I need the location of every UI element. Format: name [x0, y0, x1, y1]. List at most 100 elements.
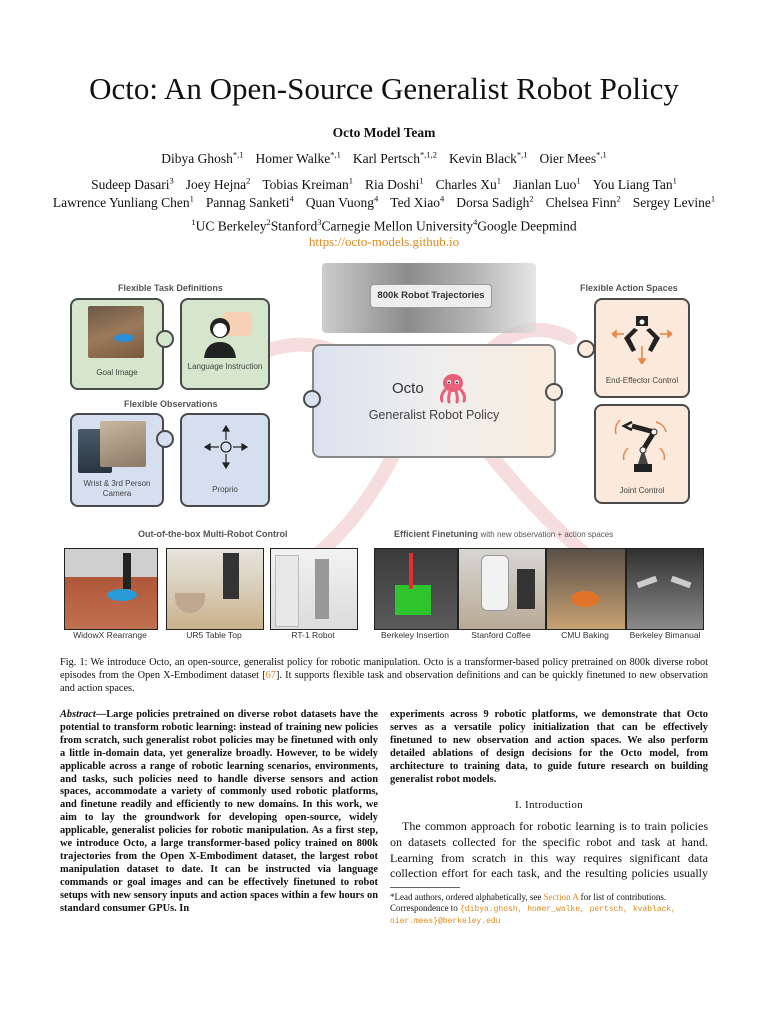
- affiliations: 1UC Berkeley2Stanford3Carnegie Mellon Un…: [0, 217, 768, 235]
- caption-prefix: Fig. 1: We introduce Octo, an open-sourc…: [60, 657, 708, 681]
- robot-label-ur5: UR5 Table Top: [186, 630, 242, 640]
- wrist-camera-label: Wrist & 3rd Person Camera: [83, 479, 151, 498]
- label-finetuning-rest: with new observation + action spaces: [480, 530, 614, 539]
- end-effector-label: End-Effector Control: [605, 376, 679, 385]
- affiliation-name: Carnegie Mellon University: [321, 218, 473, 234]
- robot-label-rt1: RT-1 Robot: [291, 630, 335, 640]
- author-affiliation-mark: 1: [348, 175, 354, 185]
- proprio-card: Proprio: [180, 413, 270, 507]
- caption-suffix: ]. It supports flexible task and observa…: [60, 670, 709, 694]
- right-column: experiments across 9 robotic platforms, …: [390, 709, 708, 927]
- footnote-line1-suffix: for list of contributions.: [578, 892, 667, 903]
- author-name: Karl Pertsch*,1,2: [352, 149, 438, 166]
- goal-image-card: Goal Image: [70, 298, 164, 390]
- abstract-text-left: —Large policies pretrained on diverse ro…: [60, 709, 378, 914]
- author-name: Ria Doshi1: [365, 175, 424, 192]
- introduction-text: The common approach for robotic learning…: [390, 819, 708, 881]
- affiliation-name: Stanford: [270, 218, 318, 234]
- author-affiliation-mark: 1: [576, 175, 581, 185]
- label-multi-robot: Out-of-the-box Multi-Robot Control: [138, 529, 288, 539]
- label-finetuning-bold: Efficient Finetuning: [394, 529, 478, 539]
- robot-label-stanford-coffee: Stanford Coffee: [471, 630, 531, 640]
- project-url[interactable]: https://octo-models.github.io: [308, 234, 460, 249]
- author-affiliation-mark: 1: [189, 193, 194, 203]
- affiliation-mark: 3: [317, 217, 322, 227]
- author-affiliation-mark: *,1: [330, 149, 341, 159]
- author-affiliation-mark: *,1: [516, 149, 528, 159]
- puzzle-knob: [156, 430, 174, 448]
- author-affiliation-mark: 4: [374, 193, 379, 203]
- puzzle-knob: [577, 340, 595, 358]
- section-a-link[interactable]: Section A: [543, 892, 579, 903]
- robot-label-berkeley-insertion: Berkeley Insertion: [380, 630, 450, 640]
- goal-image-label: Goal Image: [96, 368, 138, 377]
- affiliation-name: UC Berkeley: [195, 218, 267, 234]
- model-subtitle: Generalist Robot Policy: [368, 408, 500, 422]
- author-affiliation-mark: 2: [616, 193, 621, 203]
- author-affiliation-mark: 2: [246, 175, 251, 185]
- person-icon: [204, 312, 252, 358]
- author-name: Dorsa Sadigh2: [456, 193, 534, 210]
- robot-photo-widowx: [64, 548, 158, 630]
- author-name: Jianlan Luo1: [513, 175, 581, 192]
- author-name: You Liang Tan1: [592, 175, 677, 192]
- abstract-right: experiments across 9 robotic platforms, …: [390, 709, 708, 785]
- affiliation-mark: 1: [191, 217, 196, 227]
- proprio-arrows-icon: [204, 425, 248, 469]
- robot-photo-berkeley-bimanual: [626, 548, 704, 630]
- author-affiliation-mark: *,1: [232, 149, 244, 159]
- footnote-divider: [390, 887, 460, 889]
- puzzle-knob: [156, 330, 174, 348]
- puzzle-knob: [303, 390, 321, 408]
- author-name: Lawrence Yunliang Chen1: [52, 193, 194, 210]
- trajectories-label: 800k Robot Trajectories: [370, 284, 492, 308]
- author-affiliation-mark: *,1,2: [420, 149, 438, 159]
- author-affiliation-mark: 3: [169, 175, 174, 185]
- joint-control-card: Joint Control: [594, 404, 690, 504]
- author-name: Kevin Black*,1: [449, 149, 528, 166]
- footnote-correspondence: Correspondence to: [390, 903, 460, 914]
- author-affiliation-mark: 2: [529, 193, 534, 203]
- author-name: Joey Hejna2: [185, 175, 251, 192]
- affiliation-mark: 2: [266, 217, 271, 227]
- proprio-label: Proprio: [212, 485, 238, 494]
- email-link[interactable]: {dibya.ghosh, homer_walke, pertsch, kvab…: [390, 905, 677, 927]
- author-affiliation-mark: 1: [710, 193, 716, 203]
- robot-photo-ur5: [166, 548, 264, 630]
- citation-link[interactable]: 67: [265, 670, 276, 681]
- label-flexible-task: Flexible Task Definitions: [118, 283, 223, 293]
- author-name: Charles Xu1: [435, 175, 502, 192]
- wrist-camera-card: Wrist & 3rd Person Camera: [70, 413, 164, 507]
- author-affiliation-mark: 1: [496, 175, 502, 185]
- team-name: Octo Model Team: [332, 125, 436, 140]
- author-name: Pannag Sanketi4: [205, 193, 294, 210]
- language-instruction-card: Language Instruction: [180, 298, 270, 390]
- author-affiliation-mark: 4: [439, 193, 445, 203]
- robot-label-cmu-baking: CMU Baking: [561, 630, 609, 640]
- robot-arm-icon: [614, 419, 667, 472]
- author-affiliation-mark: 1: [419, 175, 424, 185]
- robot-photo-berkeley-insertion: [374, 548, 458, 630]
- figure-caption: Fig. 1: We introduce Octo, an open-sourc…: [60, 656, 708, 695]
- author-affiliation-mark: 1: [672, 175, 677, 185]
- author-name: Sudeep Dasari3: [91, 175, 174, 192]
- robot-photo-rt1: [270, 548, 358, 630]
- label-flexible-action: Flexible Action Spaces: [580, 283, 678, 293]
- label-flexible-observations: Flexible Observations: [124, 399, 218, 409]
- puzzle-knob: [545, 383, 563, 401]
- octo-model-card: Octo Generalist Robot Policy: [312, 344, 556, 458]
- robot-photo-stanford-coffee: [458, 548, 546, 630]
- end-effector-card: End-Effector Control: [594, 298, 690, 398]
- footnote: *Lead authors, ordered alphabetically, s…: [390, 892, 708, 927]
- affiliation-mark: 4: [472, 217, 478, 227]
- robot-label-widowx: WidowX Rearrange: [73, 630, 147, 640]
- section-heading-introduction: I. Introduction: [514, 799, 584, 812]
- wrist-camera-photo: [100, 421, 146, 467]
- robot-label-berkeley-bimanual: Berkeley Bimanual: [629, 630, 701, 640]
- joint-control-label: Joint Control: [619, 486, 665, 495]
- author-name: Tobias Kreiman1: [262, 175, 354, 192]
- author-name: Sergey Levine1: [632, 193, 716, 210]
- author-affiliation-mark: *,1: [596, 149, 607, 159]
